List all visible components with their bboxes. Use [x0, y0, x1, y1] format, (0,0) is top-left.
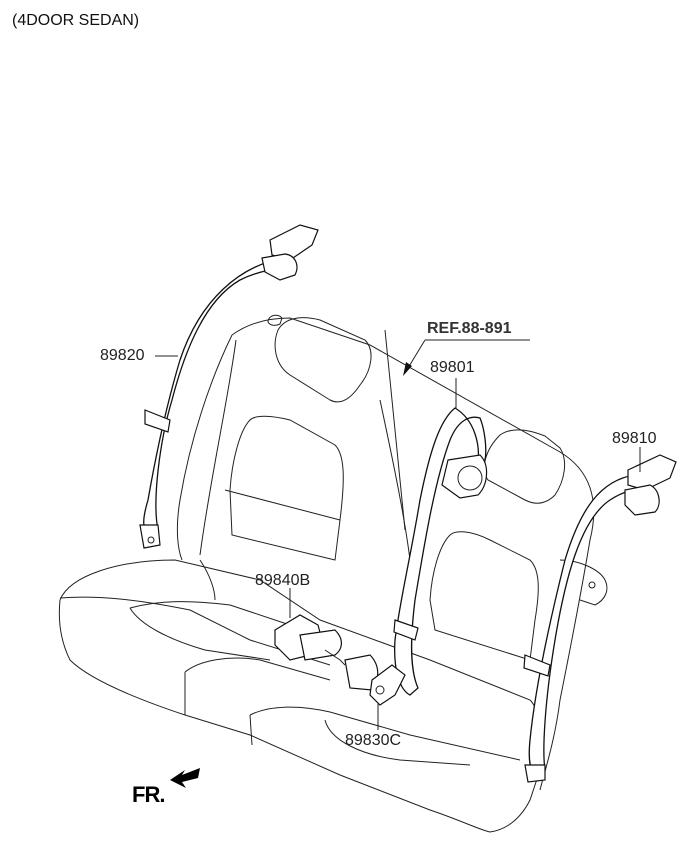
vehicle-type-note: (4DOOR SEDAN): [12, 12, 140, 29]
belt-89820: [139, 224, 319, 549]
reference-label[interactable]: REF.88-891: [427, 320, 512, 337]
belt-89801: [393, 407, 488, 696]
front-arrow-icon: [170, 768, 200, 788]
part-label-89830C[interactable]: 89830C: [345, 732, 402, 749]
leader-lines: [155, 339, 641, 730]
front-direction-label: FR.: [132, 782, 165, 807]
part-label-89810[interactable]: 89810: [612, 430, 657, 447]
part-label-89820[interactable]: 89820: [100, 347, 145, 364]
seat-back: [176, 314, 608, 791]
part-label-89840B[interactable]: 89840B: [255, 572, 311, 589]
seat-cushion: [58, 559, 543, 833]
belt-89810: [523, 454, 677, 783]
buckle-89840B: [274, 614, 346, 666]
ref-arrowhead-icon: [403, 362, 412, 376]
part-label-89801[interactable]: 89801: [430, 359, 475, 376]
buckle-89830C: [344, 654, 406, 706]
